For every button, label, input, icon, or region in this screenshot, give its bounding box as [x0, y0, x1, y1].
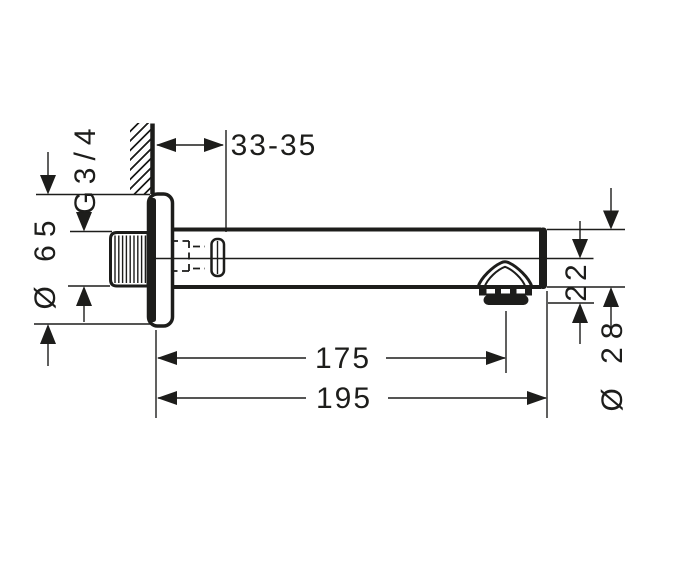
label-spout-diameter: Ø 28	[596, 314, 629, 412]
hidden-detail-dashed	[171, 240, 205, 272]
label-length-195: 195	[315, 382, 373, 415]
label-outlet-drop: 22	[560, 260, 593, 302]
wall-hatch-section	[130, 123, 152, 194]
dim-wall-distance	[156, 130, 227, 232]
label-length-175: 175	[314, 342, 372, 375]
aerator-spray-face	[479, 287, 532, 305]
label-thread-size: G3/4	[69, 121, 102, 215]
dim-length-175	[157, 311, 507, 373]
spout-body	[171, 227, 547, 305]
diverter-pin	[210, 237, 226, 278]
dim-escutcheon-diameter	[34, 152, 152, 366]
threaded-nipple	[109, 231, 150, 288]
escutcheon-flange	[146, 192, 175, 328]
label-escutcheon-diameter: Ø 65	[29, 212, 62, 310]
dim-spout-diameter	[547, 188, 625, 328]
dim-thread-size	[68, 212, 112, 322]
aerator-cowl	[475, 260, 535, 289]
label-wall-distance: 33-35	[230, 129, 318, 162]
dim-length-195	[155, 291, 548, 418]
